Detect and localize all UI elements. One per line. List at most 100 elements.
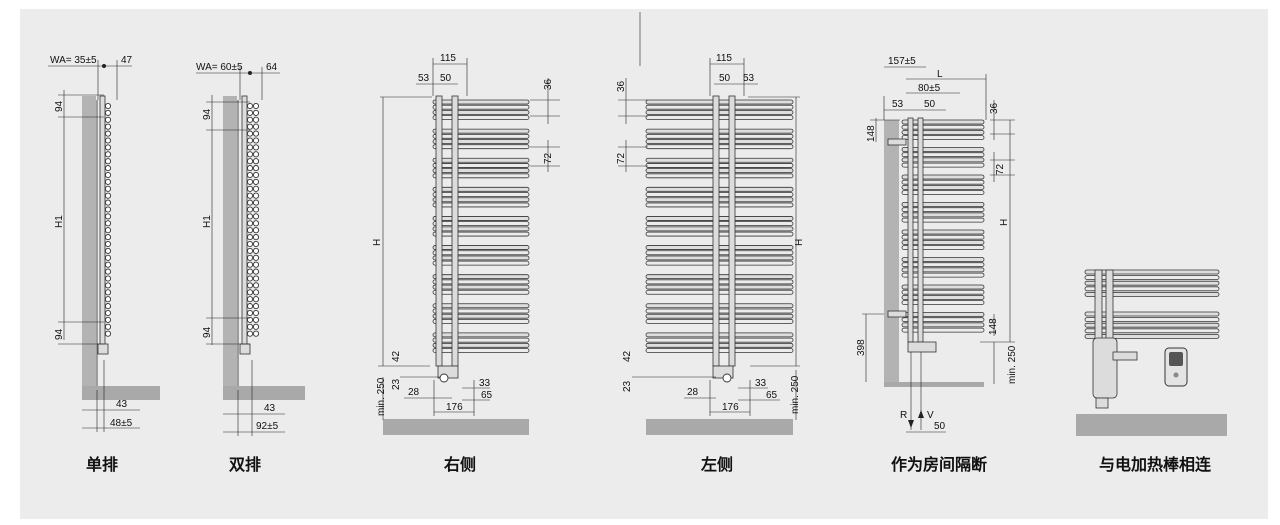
bar-section	[246, 213, 254, 220]
bar-section	[252, 240, 260, 248]
towel-bar	[432, 289, 530, 295]
heating-rod-housing	[1092, 337, 1118, 399]
bar-section	[252, 234, 260, 241]
dim-33: 33	[479, 378, 491, 389]
dim-72: 72	[616, 152, 627, 164]
dim-398: 398	[856, 339, 867, 356]
towel-bar	[645, 250, 794, 256]
dim-92: 92±5	[256, 421, 279, 432]
bar-section	[252, 220, 260, 227]
bar-section	[246, 254, 254, 261]
towel-bar	[901, 257, 985, 262]
bar-section	[252, 261, 260, 268]
towel-bar	[1084, 280, 1220, 286]
towel-bar	[901, 157, 985, 163]
bar-section	[104, 165, 112, 172]
towel-bar	[901, 312, 985, 317]
dim-h1: H1	[202, 215, 213, 228]
towel-bar	[645, 110, 794, 115]
dim-115: 115	[440, 53, 456, 64]
towel-bar	[432, 173, 530, 179]
dim-94-top: 94	[202, 108, 213, 120]
view-left-side: 115 50 53 36 72 H 42 23 min. 250 28 33 6…	[616, 12, 805, 435]
towel-bar	[1084, 311, 1220, 317]
bar-section	[246, 261, 254, 268]
towel-bar	[432, 245, 530, 250]
towel-bars	[645, 99, 794, 353]
towel-bar	[645, 284, 794, 290]
towel-bar	[901, 207, 985, 213]
towel-bar	[901, 272, 985, 278]
towel-bar	[901, 245, 985, 251]
towel-bar	[645, 342, 794, 348]
towel-bar	[645, 332, 794, 338]
dim-42: 42	[622, 350, 633, 362]
bar-section	[104, 102, 112, 110]
wall-bracket	[887, 310, 907, 318]
bar-section	[246, 109, 254, 116]
bar-section	[252, 102, 260, 110]
bar-section	[252, 158, 260, 165]
towel-bar	[901, 300, 985, 306]
bar-section	[246, 165, 254, 172]
dim-64: 64	[266, 62, 278, 73]
towel-bar	[645, 274, 794, 280]
bar-section	[246, 144, 254, 151]
towel-bar	[645, 279, 794, 285]
view-right-side: 115 53 50 36 72 H 42 23 min. 250 28 33 6…	[372, 53, 560, 435]
heating-rod-end	[1095, 397, 1109, 409]
towel-bar	[432, 115, 530, 120]
bar-section	[246, 102, 254, 110]
collector-pipe	[241, 95, 248, 347]
bar-section	[252, 185, 260, 192]
floor-section	[82, 386, 160, 400]
bar-section	[246, 240, 254, 248]
bar-section	[246, 289, 254, 296]
bar-section	[104, 185, 112, 192]
towel-bar	[432, 284, 530, 290]
view-double-row: WA= 60±5 64 94 H1 94 43 92±5	[196, 62, 305, 436]
bar-section	[104, 316, 112, 323]
towel-bar	[901, 212, 985, 218]
dim-23: 23	[622, 380, 633, 392]
towel-bar	[432, 144, 530, 150]
towel-bar	[645, 313, 794, 319]
bar-section	[246, 123, 254, 130]
bar-section	[104, 303, 112, 310]
dim-148-right: 148	[988, 318, 999, 335]
dim-h: H	[372, 239, 383, 246]
towel-bar	[432, 318, 530, 324]
dim-33: 33	[755, 378, 767, 389]
towel-bar	[432, 110, 530, 115]
dim-43: 43	[264, 403, 276, 414]
bar-section	[246, 275, 254, 282]
towel-bar	[432, 186, 530, 192]
towel-bars	[1084, 269, 1220, 339]
bar-section	[104, 171, 112, 179]
caption-room-divider: 作为房间隔断	[891, 455, 987, 474]
bar-section	[252, 171, 260, 179]
towel-bar	[901, 202, 985, 207]
bar-section	[252, 178, 260, 185]
bar-section	[252, 144, 260, 151]
floor-section	[646, 419, 793, 435]
dim-50: 50	[924, 99, 936, 110]
bar-section	[252, 192, 260, 199]
bar-section	[104, 282, 112, 289]
dim-50-bottom: 50	[934, 421, 946, 432]
bar-section	[104, 199, 112, 206]
towel-bar	[645, 133, 794, 139]
towel-bar	[432, 231, 530, 237]
bar-section	[104, 247, 112, 254]
caption-left-side: 左侧	[700, 455, 733, 474]
towel-bar	[432, 308, 530, 314]
collector-pipe	[451, 95, 459, 367]
towel-bar	[432, 202, 530, 208]
bar-section	[104, 330, 112, 337]
bar-section	[104, 144, 112, 151]
bar-section	[246, 199, 254, 206]
bar-section	[246, 303, 254, 310]
dim-80: 80±5	[918, 83, 941, 94]
wall-section	[82, 96, 96, 386]
towel-bar	[901, 294, 985, 300]
